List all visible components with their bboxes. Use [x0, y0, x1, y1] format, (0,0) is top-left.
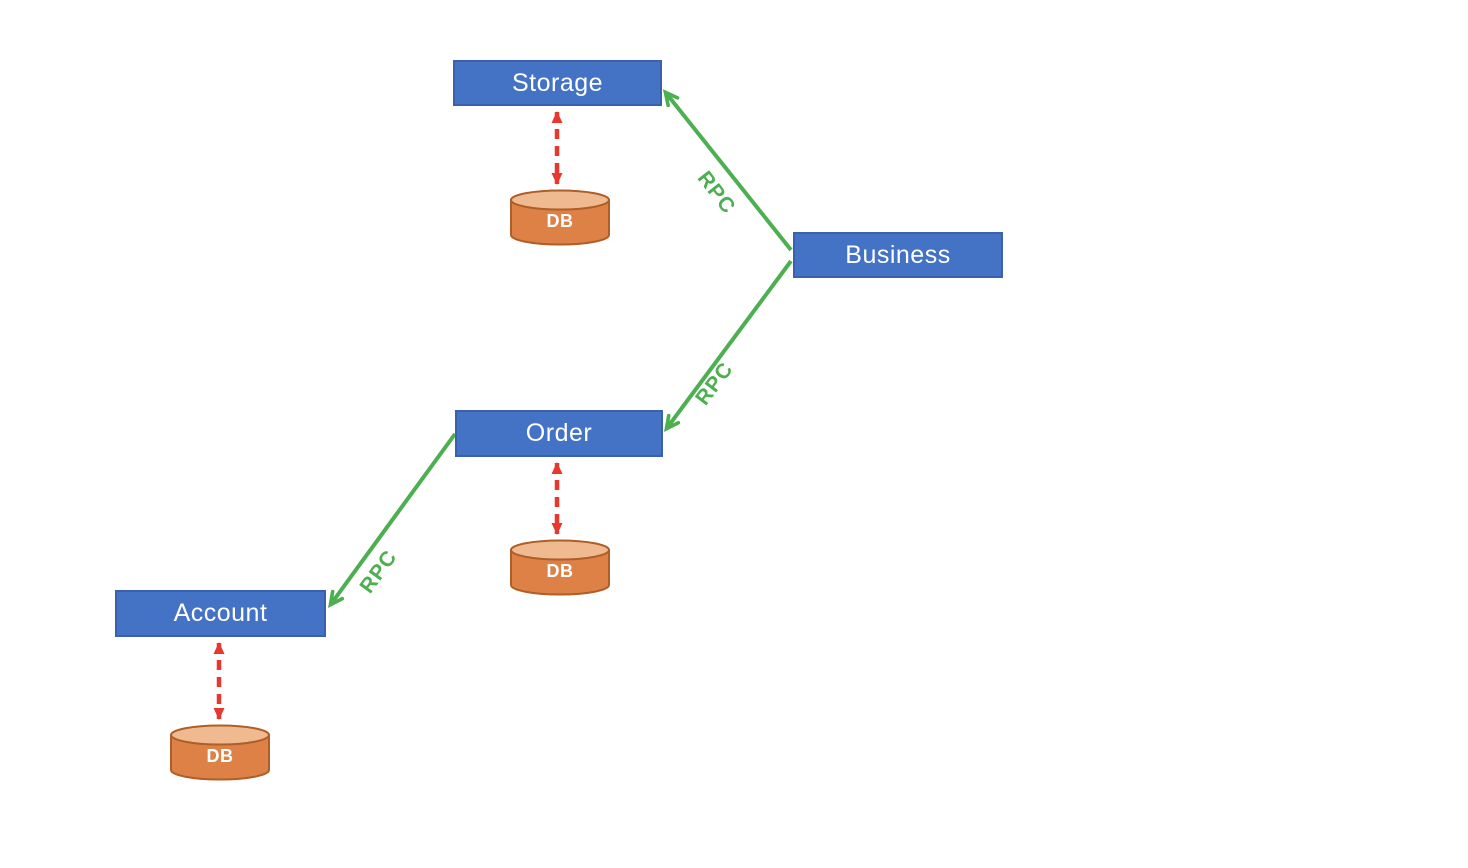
node-order-label: Order	[525, 419, 593, 447]
rpc-arrow-business-to-order	[664, 259, 793, 433]
cylinder-shape	[170, 724, 270, 781]
edge-label-rpc-business-storage: RPC	[692, 166, 741, 219]
database-cylinder-storage: DB	[509, 189, 611, 247]
cylinder-shape	[510, 189, 610, 246]
node-account: Account	[115, 590, 326, 637]
rpc-arrow-order-to-account	[328, 432, 457, 609]
edge-label-rpc-business-order: RPC	[691, 357, 739, 410]
database-cylinder-account: DB	[169, 724, 271, 782]
database-label: DB	[546, 561, 574, 581]
node-order: Order	[455, 410, 663, 457]
node-storage: Storage	[453, 60, 662, 106]
node-account-label: Account	[173, 599, 268, 627]
database-label: DB	[206, 746, 234, 766]
cylinder-shape	[510, 539, 610, 596]
rpc-arrow-business-to-storage	[662, 89, 793, 252]
node-storage-label: Storage	[511, 68, 604, 97]
node-business: Business	[793, 232, 1003, 278]
database-label: DB	[546, 211, 574, 231]
edge-label-rpc-order-account: RPC	[355, 545, 402, 598]
database-cylinder-order: DB	[509, 539, 611, 597]
node-business-label: Business	[845, 240, 951, 269]
